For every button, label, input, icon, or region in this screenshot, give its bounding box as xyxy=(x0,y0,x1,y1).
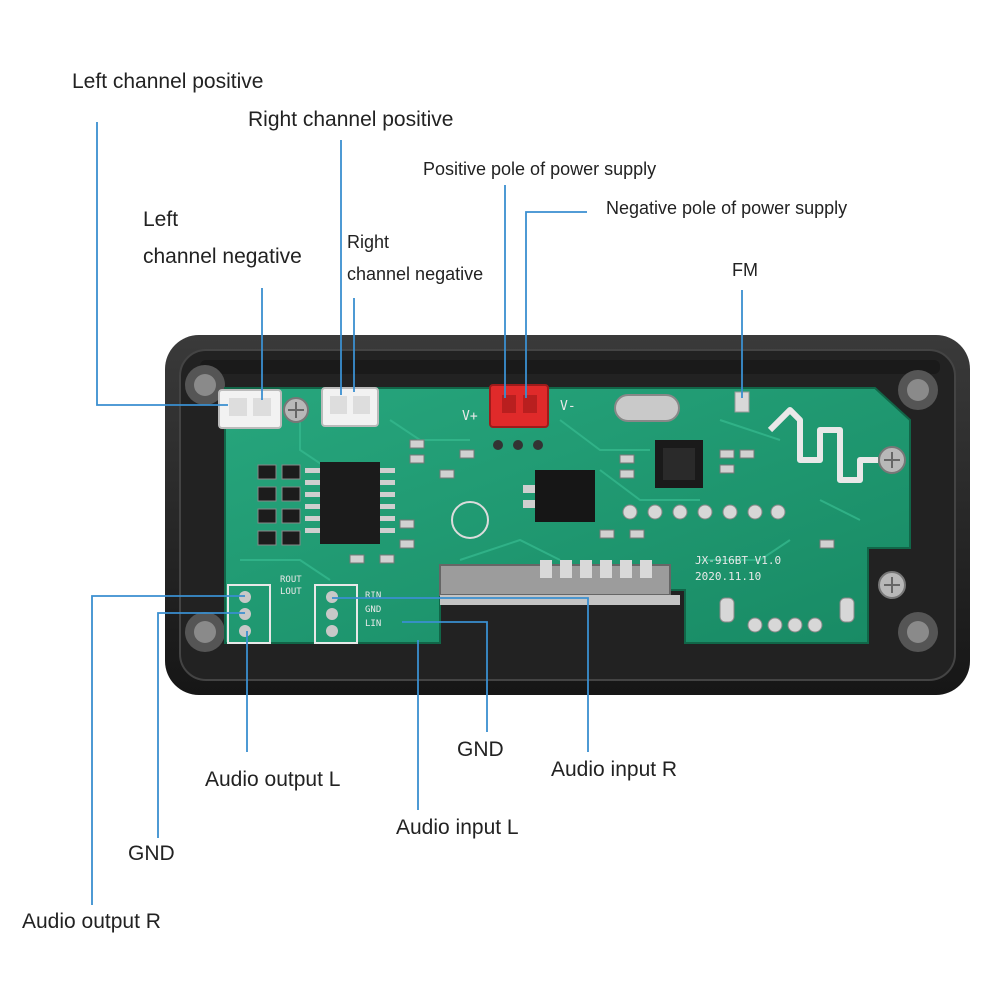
bluetooth-antenna-trace xyxy=(767,407,878,483)
label-fm: FM xyxy=(732,260,758,280)
inductors xyxy=(257,464,301,546)
leader-lines xyxy=(91,122,743,905)
leader-audio-input-r xyxy=(332,597,589,752)
silk-v-minus: V- xyxy=(560,399,576,414)
board-screws-right xyxy=(878,446,906,599)
label-gnd-left: GND xyxy=(128,842,175,865)
silk-lin: LIN xyxy=(365,619,381,629)
label-positive-pole-power: Positive pole of power supply xyxy=(423,159,657,179)
power-connector xyxy=(489,384,549,450)
label-right-channel-negative-line2: channel negative xyxy=(347,264,484,284)
label-left-channel-negative-line1: Left xyxy=(143,208,179,231)
silk-v-plus: V+ xyxy=(462,409,478,424)
leader-audio-output-r xyxy=(91,595,245,905)
silk-gnd: GND xyxy=(365,605,381,615)
silk-date: 2020.11.10 xyxy=(695,570,761,583)
label-audio-input-r: Audio input R xyxy=(551,758,678,781)
silk-lout: LOUT xyxy=(280,587,302,597)
audio-input-header xyxy=(314,584,358,644)
label-gnd-center: GND xyxy=(457,738,504,761)
capacitor xyxy=(451,501,489,539)
case-top-rim xyxy=(200,360,940,374)
mounting-holes xyxy=(185,365,938,652)
silk-model: JX-916BT V1.0 xyxy=(695,554,781,567)
label-right-channel-positive: Right channel positive xyxy=(248,108,454,131)
voltage-regulator xyxy=(535,470,595,522)
leader-gnd-left xyxy=(157,612,245,838)
leader-left-channel-positive xyxy=(96,122,228,406)
speaker-connector-right xyxy=(321,387,379,427)
label-audio-output-r: Audio output R xyxy=(22,910,161,933)
speaker-connector-left xyxy=(218,389,282,429)
label-right-channel-negative-line1: Right xyxy=(347,232,390,252)
label-audio-input-l: Audio input L xyxy=(396,816,519,839)
smd-components xyxy=(349,439,835,564)
silk-rout: ROUT xyxy=(280,575,302,585)
sd-card-slot xyxy=(439,560,680,605)
label-negative-pole-power: Negative pole of power supply xyxy=(606,198,848,218)
solder-pads-lower xyxy=(719,597,855,633)
leader-gnd-center xyxy=(402,621,488,732)
bluetooth-ic xyxy=(655,440,703,488)
label-left-channel-negative-line2: channel negative xyxy=(143,245,302,268)
leader-negative-pole xyxy=(525,211,587,398)
label-audio-output-l: Audio output L xyxy=(205,768,341,791)
audio-output-header xyxy=(227,584,271,644)
crystal-oscillator xyxy=(614,394,680,422)
silk-rin: RIN xyxy=(365,591,381,601)
amplifier-ic xyxy=(305,462,395,544)
solder-pads-row xyxy=(622,504,786,520)
label-left-channel-positive: Left channel positive xyxy=(72,70,264,93)
